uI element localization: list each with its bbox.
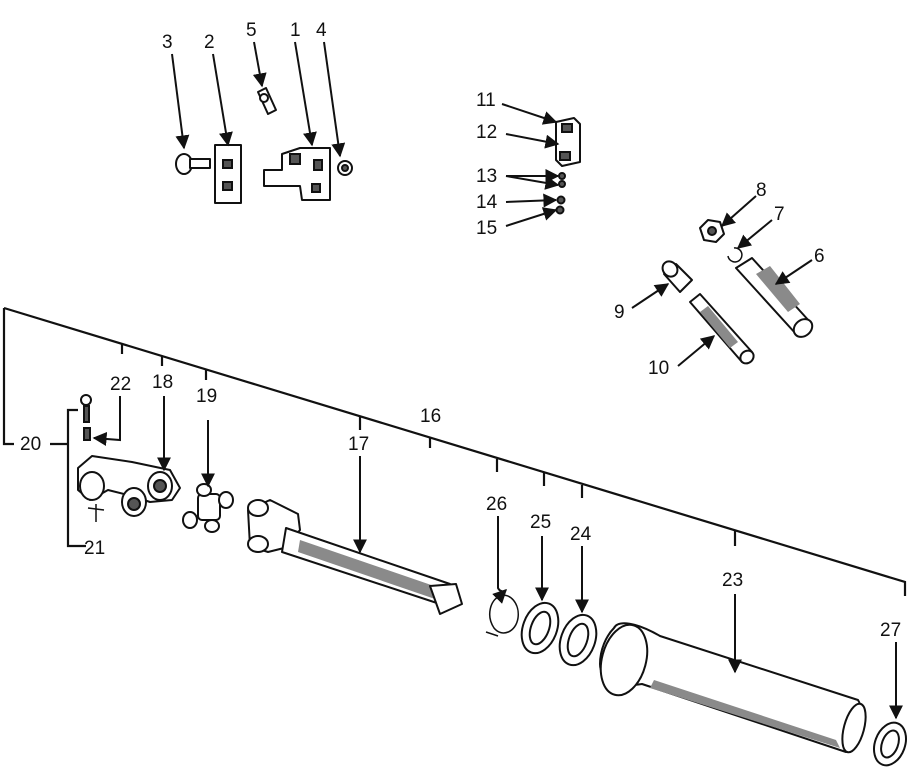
part-25-washer [520,601,560,655]
part-2-plate [214,144,242,204]
callout-10: 10 [648,358,669,379]
callout-16: 16 [420,406,441,427]
part-19-cross [182,483,234,533]
part-3-bolt [175,153,211,175]
assembly-bracket-20-21 [50,408,86,548]
parts-13-15-small-items [555,172,566,215]
callout-26: 26 [486,494,507,515]
part-24-seal [558,613,598,667]
callout-6: 6 [814,246,825,267]
part-5-pin [257,87,277,115]
callout-8: 8 [756,180,767,201]
callout-19: 19 [196,386,217,407]
callout-9: 9 [614,302,625,323]
part-1-bracket [263,147,331,201]
part-26-retaining-clip [485,594,519,637]
part-21-key [87,504,105,522]
part-11-block [555,117,581,167]
callout-7: 7 [774,204,785,225]
part-6-shaft [735,257,814,338]
part-22-grease-fitting [80,394,92,441]
callout-17: 17 [348,434,369,455]
callout-22: 22 [110,374,131,395]
callout-3: 3 [162,32,173,53]
callout-21: 21 [84,538,105,559]
part-9-sleeve [661,260,693,293]
callout-13: 13 [476,166,497,187]
part-4-nut [337,160,353,176]
part-7-snap-ring [727,247,743,263]
callout-14: 14 [476,192,498,213]
callout-labels: 3 2 5 1 4 11 12 13 14 15 8 7 6 9 10 22 1… [20,20,901,641]
assembly-bracket-16 [2,306,907,596]
part-23-outer-tube [599,622,867,754]
callout-2: 2 [204,32,215,53]
callout-24: 24 [570,524,592,545]
part-17-inner-shaft [247,499,463,615]
callout-18: 18 [152,372,173,393]
part-18-yoke [77,455,181,517]
callout-5: 5 [246,20,257,41]
callout-25: 25 [530,512,551,533]
part-8-nut [699,219,725,243]
leader-lines [92,41,903,720]
callout-11: 11 [476,90,496,111]
callout-20: 20 [20,434,41,455]
callout-27: 27 [880,620,901,641]
part-10-rod [689,293,755,365]
callout-15: 15 [476,218,497,239]
part-27-ring [873,721,907,767]
callout-4: 4 [316,20,327,41]
callout-12: 12 [476,122,497,143]
callout-1: 1 [290,20,301,41]
callout-23: 23 [722,570,743,591]
